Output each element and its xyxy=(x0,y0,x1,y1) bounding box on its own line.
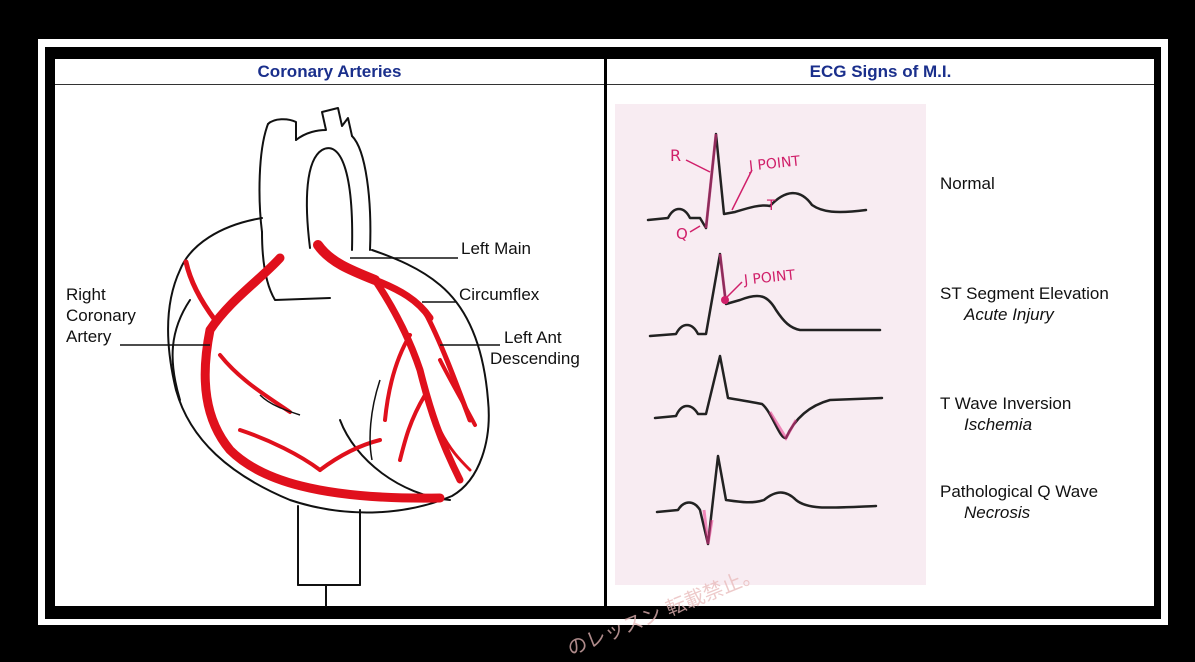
q-wave-sublabel: Necrosis xyxy=(964,503,1030,522)
t-inversion-sublabel: Ischemia xyxy=(964,415,1032,434)
st-elevation-sublabel: Acute Injury xyxy=(964,305,1054,324)
normal-label: Normal xyxy=(940,173,995,194)
st-elevation-label: ST Segment Elevation Acute Injury xyxy=(940,283,1109,325)
q-wave-label: Pathological Q Wave Necrosis xyxy=(940,481,1098,523)
t-annotation: T xyxy=(767,196,776,217)
ecg-st-elevation-trace xyxy=(650,254,880,336)
r-annotation: R xyxy=(670,145,681,166)
ecg-t-inversion-trace xyxy=(655,356,882,438)
ecg-q-wave-trace xyxy=(657,456,876,544)
q-annotation: Q xyxy=(676,224,688,245)
t-inversion-label: T Wave Inversion Ischemia xyxy=(940,393,1071,435)
